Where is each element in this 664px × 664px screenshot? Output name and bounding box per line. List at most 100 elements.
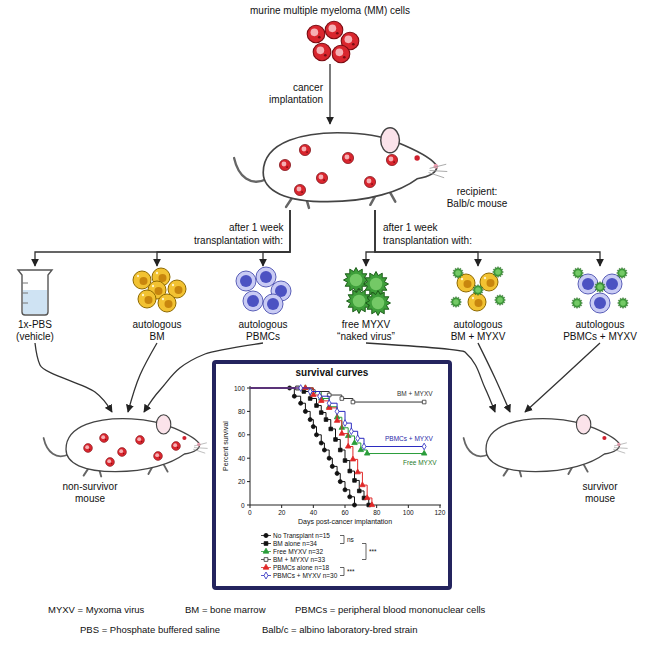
legend-marker	[264, 533, 268, 537]
myeloma-cells	[307, 21, 359, 63]
non-survivor-mouse	[136, 436, 145, 445]
non-survivor-mouse	[100, 434, 109, 443]
tick-label: 40	[238, 455, 245, 462]
pbmc-virus-cells	[572, 268, 629, 314]
data-marker	[314, 433, 318, 437]
node-label: autologous PBMCs + MYXV	[561, 319, 639, 343]
pbmc-virus-node: autologous PBMCs + MYXV	[561, 266, 639, 343]
legend-entry: BM + MYXV n=33	[273, 556, 325, 563]
non-survivor-mouse	[44, 415, 208, 477]
glossary-entry: PBS = Phosphate buffered saline	[80, 625, 220, 636]
data-marker	[311, 425, 315, 429]
data-marker	[327, 400, 331, 407]
data-marker	[330, 464, 334, 468]
legend-marker	[263, 564, 269, 569]
non-survivor-mouse	[106, 458, 115, 467]
data-marker	[355, 469, 360, 474]
tick-mark	[408, 505, 409, 508]
data-marker	[296, 386, 371, 507]
tick-mark	[440, 505, 441, 508]
edge-label: cancer implantation	[261, 82, 323, 106]
node-label: survivor mouse	[570, 481, 630, 505]
legend-marker	[263, 548, 269, 553]
legend-entry: PBMCs + MYXV n=30	[273, 572, 337, 579]
data-marker	[292, 394, 296, 398]
data-marker	[421, 450, 426, 455]
data-marker	[322, 448, 326, 452]
legend-marker	[264, 558, 268, 562]
legend-entry: No Transplant n=15	[273, 532, 330, 539]
pbmc-cells	[236, 267, 291, 314]
pbmc-virus-cells	[595, 282, 606, 293]
pbs-beaker	[23, 290, 47, 314]
step-label: transplantation with:	[194, 235, 283, 247]
data-marker	[349, 428, 353, 435]
tick-label: 0	[241, 502, 245, 509]
axis-line	[250, 386, 251, 505]
data-marker	[318, 393, 322, 400]
recipient-mouse	[364, 176, 375, 187]
glossary-entry: MYXV = Myxoma virus	[48, 605, 144, 616]
non-survivor-mouse	[44, 415, 208, 477]
significance-bracket	[340, 536, 344, 544]
tick-mark	[247, 388, 250, 389]
recipient-mouse	[316, 172, 327, 183]
virus-particles	[344, 268, 369, 293]
connector-arrow	[525, 343, 600, 412]
timing-label: after 1 week	[383, 222, 437, 234]
tick-mark	[281, 505, 282, 508]
tick-label: 20	[238, 478, 245, 485]
node-label: non-survivor mouse	[55, 481, 125, 505]
data-marker	[343, 459, 347, 463]
tick-label: 80	[238, 408, 245, 415]
data-marker	[339, 430, 344, 435]
glossary-entry: BM = bone marrow	[185, 605, 266, 616]
survival-curve	[250, 388, 424, 454]
series-label: BM + MYXV	[396, 390, 434, 397]
tick-mark	[247, 458, 250, 459]
non-survivor-mouse	[84, 444, 93, 453]
recipient-mouse	[342, 152, 353, 163]
data-marker	[364, 495, 369, 500]
connector-arrow	[375, 210, 478, 266]
myeloma-cells	[325, 21, 343, 39]
pbmc-virus-cells	[617, 268, 628, 279]
data-marker	[348, 469, 352, 473]
pbmc-cells	[263, 294, 283, 314]
recipient-mouse	[234, 128, 447, 208]
survival-curve	[250, 388, 355, 505]
recipient-mouse-node: recipient: Balb/c mouse	[232, 124, 512, 210]
pbs-beaker	[18, 270, 52, 315]
recipient-mouse	[299, 144, 310, 155]
data-marker	[308, 418, 312, 422]
bone-marrow-virus-cells	[451, 297, 462, 308]
tick-mark	[250, 505, 251, 508]
recipient-mouse	[279, 159, 290, 170]
connector-arrow	[157, 210, 290, 266]
virus-particles	[344, 268, 391, 316]
data-marker	[351, 400, 355, 404]
node-label: 1x-PBS (vehicle)	[5, 319, 65, 343]
node-label: autologous BM + MYXV	[447, 319, 509, 343]
connector-arrow	[478, 343, 510, 412]
pbmc-virus-cells	[578, 274, 598, 294]
myeloma-cells	[307, 25, 325, 43]
box-title: survival curves	[296, 367, 369, 379]
data-marker	[335, 408, 339, 415]
tick-label: 20	[278, 509, 285, 516]
data-marker	[343, 420, 347, 427]
virus-node: free MYXV “naked virus”	[329, 266, 403, 343]
data-marker	[303, 385, 308, 390]
bone-marrow-cells	[133, 268, 186, 312]
recipient-mouse	[386, 154, 397, 165]
data-marker	[343, 488, 347, 492]
data-marker	[356, 435, 360, 442]
legend-entry: Free MYXV n=32	[273, 548, 323, 555]
data-marker	[350, 456, 355, 461]
node-label: free MYXV “naked virus”	[329, 319, 403, 343]
connector-arrow	[35, 210, 290, 266]
data-marker	[334, 418, 339, 423]
